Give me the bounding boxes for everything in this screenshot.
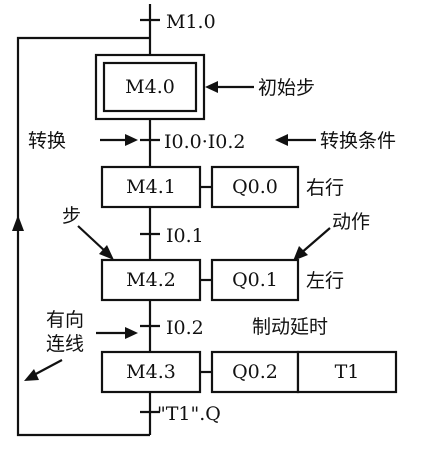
transition-arrowhead: [125, 134, 138, 146]
step-label-m40: M4.0: [125, 76, 175, 98]
transition-condition-2: I0.0·I0.2: [164, 131, 245, 153]
action-box-t1: [296, 350, 398, 394]
transition-condition-5: "T1".Q: [157, 403, 221, 425]
annotation-transition: 转换: [28, 130, 66, 152]
action-box-q00: [210, 165, 300, 209]
feedback-up-arrowhead: [12, 215, 24, 231]
action-label-q00: Q0.0: [232, 176, 278, 198]
action-label-q02: Q0.2: [232, 361, 278, 383]
annotation-move-right: 右行: [306, 177, 344, 199]
step-label-m43: M4.3: [126, 361, 176, 383]
transition-condition-4: I0.2: [166, 317, 204, 339]
annotation-move-left: 左行: [306, 270, 344, 292]
step-arrow-shaft: [77, 225, 107, 253]
action-label-t1: T1: [335, 361, 360, 383]
annotation-step: 步: [62, 205, 81, 227]
feedback-loop-line: [16, 36, 150, 437]
action-box-q01: [210, 258, 300, 302]
feedback-pointer-arrow-shaft: [31, 359, 63, 377]
directed-link-arrowhead: [125, 327, 138, 339]
step-label-m42: M4.2: [126, 269, 176, 291]
annotation-directed-link-line1: 有向: [46, 309, 84, 331]
transition-condition-arrowhead: [275, 134, 288, 146]
annotation-initial-step: 初始步: [258, 77, 315, 99]
annotation-action: 动作: [332, 211, 370, 233]
initial-step-inner-box: [102, 61, 198, 113]
feedback-pointer-arrowhead: [24, 369, 39, 381]
step-label-m41: M4.1: [126, 176, 176, 198]
action-arrowhead: [293, 246, 308, 261]
annotation-brake-delay: 制动延时: [252, 316, 328, 338]
annotation-directed-link-line2: 连线: [46, 333, 84, 355]
annotation-transition-condition: 转换条件: [320, 130, 396, 152]
transition-condition-1: M1.0: [166, 11, 216, 33]
action-label-q01: Q0.1: [232, 269, 278, 291]
step-arrowhead: [99, 245, 114, 260]
action-arrow-shaft: [299, 227, 331, 255]
step-box-m43: [100, 350, 202, 394]
initial-step-arrowhead: [205, 81, 218, 93]
transition-condition-3: I0.1: [166, 225, 204, 247]
step-box-m42: [100, 258, 202, 302]
action-box-q02: [210, 350, 300, 394]
